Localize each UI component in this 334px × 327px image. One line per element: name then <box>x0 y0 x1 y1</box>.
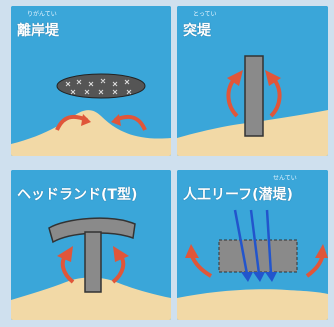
headland-illustration <box>11 170 171 320</box>
panel-ruby: せんてい <box>273 175 297 182</box>
artificial-reef-illustration <box>177 170 328 320</box>
panel-artificial-reef: せんてい 人工リーフ(潜堤) <box>177 170 328 320</box>
panel-detached-breakwater: りがんてい 離岸堤 <box>11 6 171 156</box>
panel-label: 人工リーフ(潜堤) <box>183 187 293 203</box>
headland-crossbar <box>48 217 136 244</box>
panel-ruby: とってい <box>193 11 217 18</box>
headland-stem <box>84 231 102 293</box>
wave-arrows <box>233 209 277 282</box>
panel-ruby: りがんてい <box>27 11 57 18</box>
sand-beach <box>177 289 328 320</box>
groin-illustration <box>177 6 328 156</box>
panel-label: 突堤 <box>183 23 211 39</box>
detached-breakwater-illustration <box>11 6 171 156</box>
breakwater-blocks <box>56 73 146 99</box>
panel-headland: ヘッドランド(T型) <box>11 170 171 320</box>
panel-label: ヘッドランド(T型) <box>17 187 138 203</box>
panel-groin: とってい 突堤 <box>177 6 328 156</box>
panel-label: 離岸堤 <box>17 23 59 39</box>
sand-beach <box>11 277 171 320</box>
groin-structure <box>244 55 264 137</box>
sand-beach <box>11 110 171 156</box>
